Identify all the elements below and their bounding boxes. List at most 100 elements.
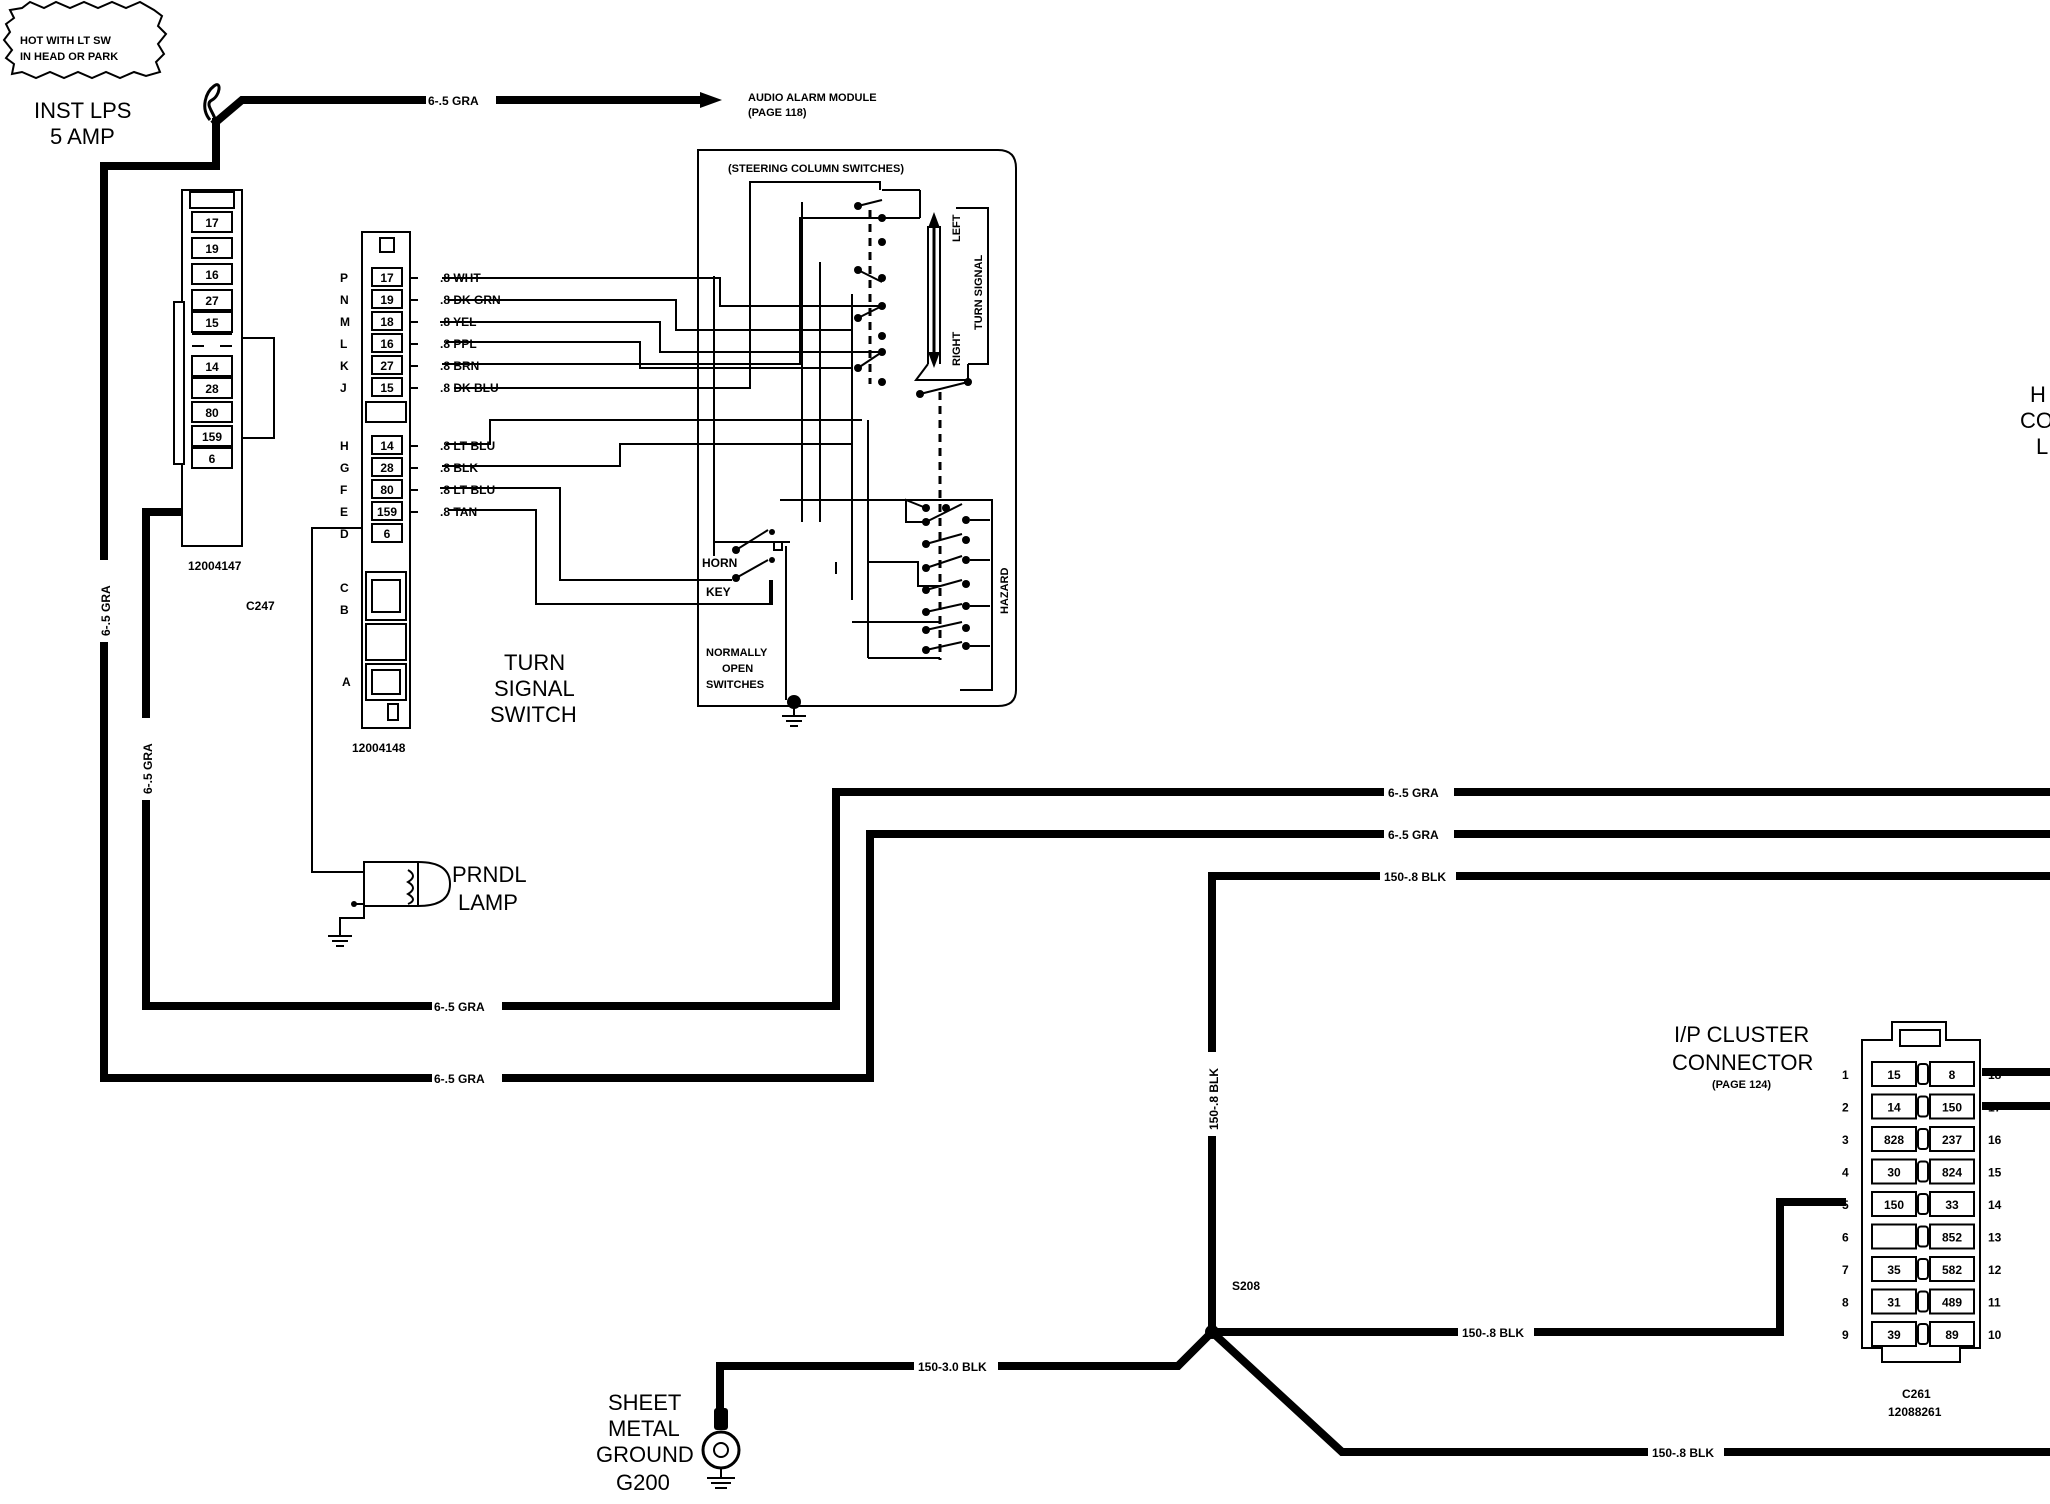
- ip-left-pin-label: 39: [1887, 1328, 1901, 1342]
- ts-pin-cell: [371, 355, 403, 375]
- wire-label-gra-top: 6-.5 GRA: [428, 94, 479, 108]
- ts-pin-number: 80: [380, 483, 394, 497]
- ip-left-number: 9: [1842, 1328, 1849, 1342]
- turn-signal-arrow: [928, 212, 940, 368]
- turn-signal-switch-line1: TURN: [504, 650, 565, 675]
- turn-signal-contacts: [854, 199, 972, 660]
- prndl-line1: PRNDL: [452, 862, 527, 887]
- ip-right-pin-label: 8: [1949, 1068, 1956, 1082]
- ground-line1: SHEET: [608, 1390, 681, 1415]
- ts-pin-number: 16: [380, 337, 394, 351]
- ip-left-pin-label: 31: [1887, 1296, 1901, 1310]
- ip-key-slot: [1917, 1258, 1929, 1280]
- ip-left-number: 3: [1842, 1133, 1849, 1147]
- ts-pin-letter: J: [340, 381, 347, 395]
- ip-left-pin-cell: [1871, 1093, 1917, 1120]
- c247-pin-label: 19: [205, 242, 219, 256]
- steering-title: (STEERING COLUMN SWITCHES): [728, 163, 904, 175]
- ts-pin-number: 14: [380, 439, 394, 453]
- steering-key: KEY: [706, 585, 731, 599]
- ts-pin-number: 17: [380, 271, 394, 285]
- ip-line1: I/P CLUSTER: [1674, 1022, 1809, 1047]
- ts-pin-number: 28: [380, 461, 394, 475]
- ts-pin-letter: K: [340, 359, 349, 373]
- turn-signal-switch-line2: SIGNAL: [494, 676, 575, 701]
- audio-alarm-line1: AUDIO ALARM MODULE: [748, 92, 877, 104]
- fuse-name-line2: 5 AMP: [50, 124, 115, 149]
- ip-left-number: 6: [1842, 1231, 1849, 1245]
- ts-pin-letter: P: [340, 271, 348, 285]
- ts-pin-wire-label: .8 LT BLU: [440, 439, 495, 453]
- ts-pin-number: 19: [380, 293, 394, 307]
- ground-line3: GROUND: [596, 1442, 694, 1467]
- ip-right-pin-cell: [1929, 1288, 1975, 1315]
- wire-label-gra-bottom-2: 6-.5 GRA: [434, 1072, 485, 1086]
- ip-left-pin-label: 14: [1887, 1101, 1901, 1115]
- ts-part-number: 12004148: [352, 741, 406, 755]
- ts-letter-c: C: [340, 581, 349, 595]
- ip-left-pin-cell: [1871, 1321, 1917, 1347]
- ts-pin-cell: [371, 267, 403, 287]
- ts-pin-cell: [371, 377, 403, 397]
- ip-right-number: 15: [1988, 1166, 2002, 1180]
- fuse-symbol: [203, 83, 221, 123]
- c247-pin-cell: [191, 289, 233, 311]
- turn-signal-switch-line3: SWITCH: [490, 702, 577, 727]
- c247-pin-label: 17: [205, 216, 219, 230]
- ip-right-pin-label: 489: [1942, 1296, 1962, 1310]
- prndl-body: [363, 861, 419, 907]
- ip-left-pin-label: 150: [1884, 1198, 1904, 1212]
- ground-line4: G200: [616, 1470, 670, 1495]
- ip-right-number: 11: [1988, 1296, 2001, 1310]
- c247-pin-label: 28: [205, 382, 219, 396]
- ip-right-number: 17: [1988, 1101, 2002, 1115]
- ip-key-slot: [1917, 1193, 1929, 1215]
- ip-right-pin-cell: [1929, 1061, 1975, 1087]
- c247-pin-label: 159: [202, 430, 222, 444]
- ts-pin-number: 159: [377, 505, 397, 519]
- right-cut-line1: H: [2030, 382, 2046, 407]
- hot-note-line1: HOT WITH LT SW: [20, 35, 111, 47]
- ip-left-pin-label: 30: [1887, 1166, 1901, 1180]
- signal-wires: [440, 181, 882, 605]
- ip-right-pin-label: 237: [1942, 1133, 1962, 1147]
- ip-left-pin-cell: [1871, 1158, 1917, 1185]
- ip-right-pin-cell: [1929, 1321, 1975, 1347]
- ground-line2: METAL: [608, 1416, 680, 1441]
- ts-pin-letter: F: [340, 483, 347, 497]
- ip-right-pin-cell: [1929, 1256, 1975, 1282]
- ip-left-pin-cell: [1871, 1223, 1917, 1250]
- ground-eyelet-icon: [701, 1408, 741, 1489]
- ip-key-slot: [1917, 1225, 1929, 1248]
- ip-part-number: 12088261: [1888, 1405, 1942, 1419]
- c247-pin-cell: [191, 211, 233, 233]
- c247-pin-cell: [191, 263, 233, 285]
- ts-pin-number: 6: [384, 527, 391, 541]
- ts-lower-letters: C B A: [340, 581, 351, 689]
- normally-open-line1: NORMALLY: [706, 647, 768, 659]
- ip-left-pin-cell: [1871, 1256, 1917, 1282]
- ip-right-pin-cell: [1929, 1126, 1975, 1152]
- c247-pin-label: 80: [205, 406, 219, 420]
- ts-pin-wire-label: .8 TAN: [440, 505, 477, 519]
- ip-right-pin-cell: [1929, 1223, 1975, 1250]
- ts-pin-number: 27: [380, 359, 394, 373]
- fuse-name-line1: INST LPS: [34, 98, 131, 123]
- gra-labels: 6-.5 GRA 6-.5 GRA 6-.5 GRA 6-.5 GRA 6-.5…: [96, 92, 1454, 1086]
- s208-label: S208: [1232, 1279, 1260, 1293]
- ip-right-pin-cell: [1929, 1093, 1975, 1120]
- ts-pin-cell: [371, 523, 403, 543]
- ts-pin-number: 18: [380, 315, 394, 329]
- ip-right-number: 13: [1988, 1231, 2002, 1245]
- wire-label-gra-mid-1: 6-.5 GRA: [1388, 786, 1439, 800]
- horn-key-switches: HORN KEY: [697, 529, 787, 700]
- c247-name: C247: [246, 599, 275, 613]
- audio-alarm-line2: (PAGE 118): [748, 107, 807, 119]
- ts-pin-letter: D: [340, 527, 349, 541]
- ts-pin-cell: [371, 501, 403, 521]
- ts-pin-wire-label: .8 BLK: [440, 461, 478, 475]
- blk-labels: 150-.8 BLK 150-.8 BLK 150-.8 BLK 150-3.0…: [914, 868, 1724, 1460]
- ip-right-pin-label: 824: [1942, 1166, 1962, 1180]
- ip-right-pin-cell: [1929, 1191, 1975, 1217]
